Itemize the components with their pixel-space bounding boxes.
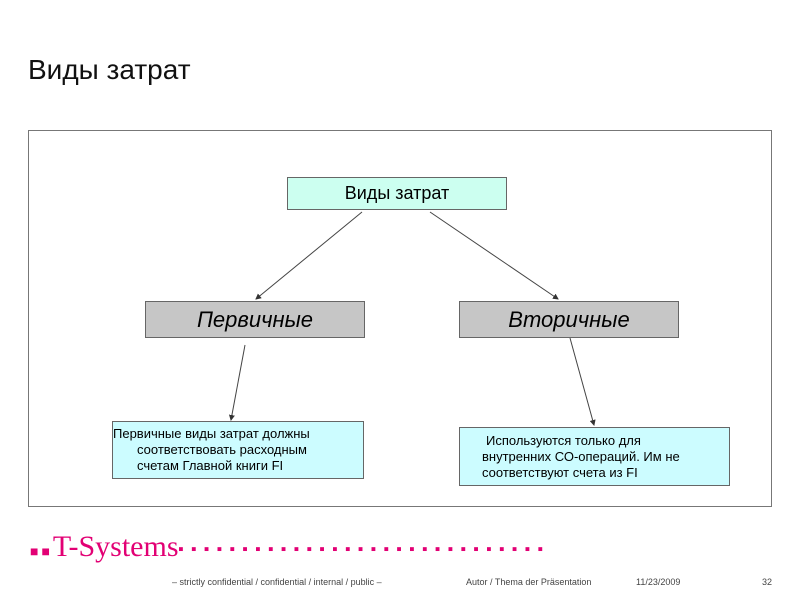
t-systems-logo: ■■T-Systems■■■■■■■■■■■■■■■■■■■■■■■■■■■■■ — [30, 530, 551, 563]
diagram-frame — [28, 130, 772, 507]
arrow-secondary-to-desc — [569, 337, 596, 426]
arrow-primary-to-desc — [228, 344, 246, 421]
desc-line: счетам Главной книги FI — [137, 458, 284, 473]
arrow-root-to-secondary — [429, 211, 559, 300]
desc-line: соответствуют счета из FI — [482, 464, 638, 480]
secondary-description: Используются только для внутренних СО-оп… — [459, 427, 730, 486]
date: 11/23/2009 — [636, 577, 681, 587]
desc-line: Используются только для — [486, 432, 641, 448]
classification: – strictly confidential / confidential /… — [172, 577, 382, 587]
slide-title: Виды затрат — [28, 54, 191, 85]
primary-description: Первичные виды затрат должны соответство… — [112, 421, 364, 479]
primary-node: Первичные — [145, 301, 365, 338]
desc-line: Первичные виды затрат должны — [113, 426, 310, 441]
logo-text: T-Systems — [52, 530, 179, 563]
arrow-root-to-primary — [255, 211, 363, 300]
desc-line: внутренних СО-операций. Им не — [482, 448, 680, 464]
secondary-node: Вторичные — [459, 301, 679, 338]
author-topic: Autor / Thema der Präsentation — [466, 577, 592, 587]
page-number: 32 — [762, 577, 773, 587]
desc-line: соответствовать расходным — [137, 442, 307, 457]
root-node: Виды затрат — [287, 177, 507, 210]
